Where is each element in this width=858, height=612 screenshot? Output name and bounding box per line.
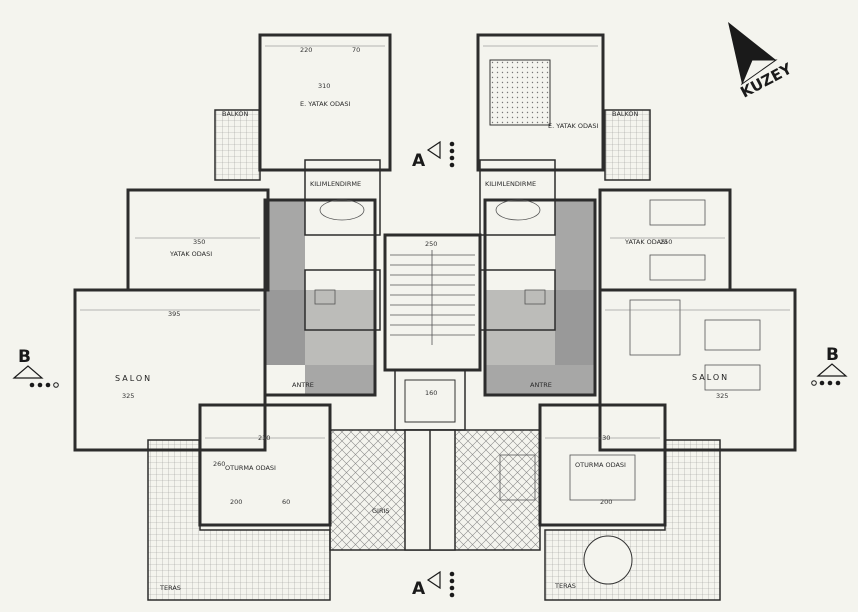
svg-text:A: A: [412, 151, 426, 171]
dim-310: 310: [318, 82, 330, 90]
section-a-bottom: A: [412, 570, 455, 599]
room-teras-left: TERAS: [159, 584, 181, 592]
section-b-left: B: [12, 347, 59, 388]
svg-text:A: A: [412, 579, 426, 599]
room-e-yatak-left: E. YATAK ODASI: [300, 100, 350, 108]
section-a-top: A: [412, 140, 455, 171]
dim-250-right: 250: [660, 238, 672, 246]
room-balkon-left: BALKON: [222, 110, 249, 118]
room-yatak-left: YATAK ODASI: [169, 250, 212, 258]
dim-230-left: 230: [258, 434, 270, 442]
dim-160: 160: [425, 389, 437, 397]
room-kiler-right: KILIMLENDIRME: [485, 180, 536, 188]
svg-text:B: B: [18, 347, 31, 367]
room-e-yatak-right: E. YATAK ODASI: [548, 122, 598, 130]
section-b-right: B: [811, 345, 848, 386]
dim-325-left: 325: [122, 392, 134, 400]
dim-230-right: 230: [598, 434, 610, 442]
dim-250-core: 250: [425, 240, 437, 248]
terrace-right: [544, 439, 721, 601]
dim-395: 395: [168, 310, 180, 318]
room-yatak-right: YATAK ODASI: [624, 238, 667, 246]
room-antre-right: ANTRE: [530, 381, 552, 389]
room-giris: GIRIS: [372, 507, 390, 515]
room-salon-right: SALON: [692, 373, 729, 382]
room-antre-left: ANTRE: [292, 381, 314, 389]
balcony-right: [604, 109, 651, 181]
svg-text:B: B: [826, 345, 839, 365]
dim-200-right: 200: [600, 498, 612, 506]
room-salon-left: SALON: [115, 374, 152, 383]
dim-325-right: 325: [716, 392, 728, 400]
dim-70: 70: [352, 46, 360, 54]
dim-60: 60: [282, 498, 290, 506]
dim-260: 260: [213, 460, 225, 468]
dim-350: 350: [193, 238, 205, 246]
room-teras-right: TERAS: [554, 582, 576, 590]
dim-200-left: 200: [230, 498, 242, 506]
room-kiler-left: KILIMLENDIRME: [310, 180, 361, 188]
room-oturma-left: OTURMA ODASI: [225, 464, 276, 472]
room-oturma-right: OTURMA ODASI: [575, 461, 626, 469]
room-balkon-right: BALKON: [612, 110, 639, 118]
dim-220: 220: [300, 46, 312, 54]
balcony-left: [214, 109, 261, 181]
